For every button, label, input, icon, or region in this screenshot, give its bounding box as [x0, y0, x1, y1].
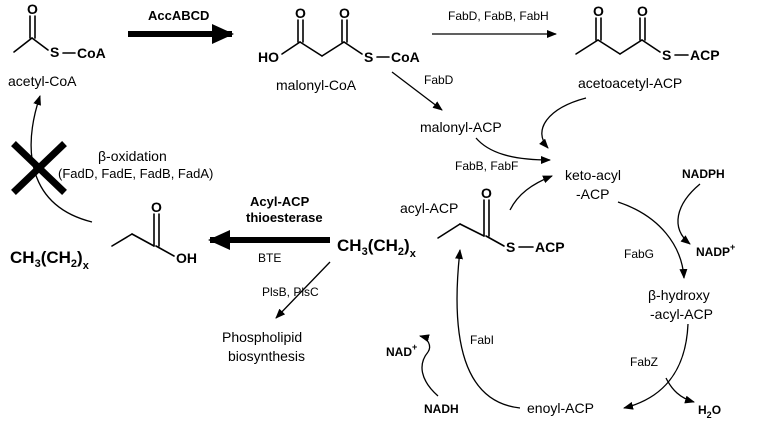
- keto-acyl-acp-label-line1: keto-acyl: [565, 167, 621, 183]
- bte-label: BTE: [258, 251, 281, 265]
- acetyl-coa-structure: O S CoA: [13, 1, 106, 61]
- nadph-label: NADPH: [682, 167, 725, 181]
- malonyl-coa-sulfur: S: [364, 49, 373, 65]
- keto-acyl-acp-label-line2: -ACP: [576, 186, 609, 202]
- acyl-acp-structure: CH3(CH2)x O S ACP: [337, 185, 565, 260]
- acyl-acp-formula: CH3(CH2)x: [337, 236, 417, 260]
- fabg-label: FabG: [624, 247, 654, 261]
- malonyl-coa-coa: CoA: [391, 49, 420, 65]
- fabi-arrow: [455, 249, 521, 409]
- malonyl-coa-oxygen-1: O: [295, 5, 306, 21]
- phospholipid-label-line2: biosynthesis: [228, 348, 305, 364]
- nadh-label: NADH: [424, 402, 459, 416]
- acetyl-coa-coa: CoA: [77, 45, 106, 61]
- acyl-acp-label: acyl-ACP: [400, 200, 458, 216]
- nadp-plus-label: NADP+: [696, 242, 735, 259]
- nadh-curve: [421, 351, 439, 397]
- acetoacetyl-acp-structure: O O S ACP: [575, 3, 720, 63]
- fabi-label: FabI: [470, 333, 494, 347]
- nadh-to-nad-arrow: [419, 334, 431, 353]
- beta-hydroxy-label-line2: -acyl-ACP: [650, 306, 713, 322]
- acetoacetyl-to-keto-arrow: [539, 97, 587, 149]
- malonyl-acp-to-keto-arrow: [475, 137, 551, 164]
- beta-oxidation-enzymes-label: (FadD, FadE, FadB, FadA): [58, 166, 213, 181]
- fabg-arrow: [617, 201, 688, 279]
- fatty-acid-formula: CH3(CH2)x: [10, 248, 90, 272]
- fabd-arrow: [391, 71, 443, 111]
- acyl-acp-acp: ACP: [535, 239, 565, 255]
- fabb-fabf-label: FabB, FabF: [455, 159, 518, 173]
- fabz-arrow: [623, 323, 689, 410]
- thioesterase-label-line1: Acyl-ACP: [250, 194, 310, 209]
- acetyl-coa-sulfur: S: [50, 44, 59, 60]
- acetoacetyl-acp-acp: ACP: [690, 47, 720, 63]
- fabd-fabb-fabh-label: FabD, FabB, FabH: [448, 9, 549, 23]
- acyl-acp-oxygen: O: [481, 185, 492, 201]
- acetoacetyl-acp-oxygen-1: O: [593, 3, 604, 19]
- fatty-acid-structure: CH3(CH2)x O OH: [10, 199, 197, 272]
- fatty-acid-oxygen: O: [151, 199, 162, 215]
- phospholipid-label-line1: Phospholipid: [222, 329, 302, 345]
- enoyl-acp-label: enoyl-ACP: [527, 400, 594, 416]
- thioesterase-label-line2: thioesterase: [246, 210, 323, 225]
- fabz-label: FabZ: [630, 355, 658, 369]
- beta-oxidation-label: β-oxidation: [98, 148, 167, 164]
- acyl-acp-sulfur: S: [506, 239, 515, 255]
- acetyl-coa-label: acetyl-CoA: [8, 73, 77, 89]
- nadph-to-nadp-arrow: [677, 183, 701, 245]
- accabcd-label: AccABCD: [148, 8, 209, 23]
- malonyl-acp-label: malonyl-ACP: [420, 119, 502, 135]
- malonyl-coa-label: malonyl-CoA: [276, 77, 357, 93]
- malonyl-coa-oxygen-2: O: [339, 5, 350, 21]
- acetyl-coa-oxygen: O: [27, 1, 38, 17]
- plsb-plsc-arrow: [275, 261, 331, 319]
- water-release-arrow: [665, 377, 695, 404]
- fatty-acid-oh: OH: [176, 250, 197, 266]
- malonyl-coa-structure: HO O O S CoA: [258, 5, 420, 65]
- acetoacetyl-acp-oxygen-2: O: [637, 3, 648, 19]
- water-label: H2O: [698, 403, 721, 420]
- acetoacetyl-acp-label: acetoacetyl-ACP: [578, 75, 682, 91]
- beta-oxidation-arrow: [30, 95, 93, 223]
- nad-plus-label: NAD+: [386, 342, 417, 359]
- beta-hydroxy-label-line1: β-hydroxy: [648, 287, 710, 303]
- block-x-icon: [11, 141, 67, 195]
- acetoacetyl-acp-sulfur: S: [662, 47, 671, 63]
- acyl-acp-to-keto-arrow: [509, 175, 553, 211]
- fabd-label: FabD: [424, 73, 454, 87]
- plsb-plsc-label: PlsB, PlsC: [262, 285, 319, 299]
- malonyl-coa-ho: HO: [258, 49, 279, 65]
